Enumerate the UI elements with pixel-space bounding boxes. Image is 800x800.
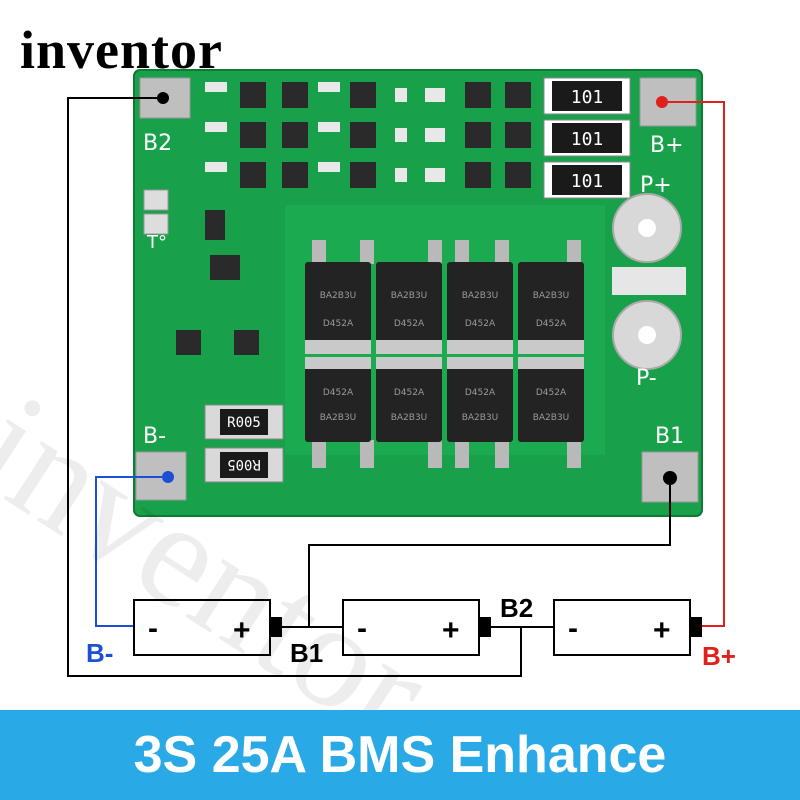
mosfet-marking: D452A [394, 388, 425, 398]
board-label-bplus: B+ [650, 133, 684, 158]
mosfet-2 [376, 262, 442, 350]
mosfet-marking: D452A [323, 319, 354, 329]
board-label-b1: B1 [655, 424, 684, 449]
board-label-pminus: P- [636, 366, 657, 391]
pad-b2 [139, 77, 191, 119]
wire-bplus [662, 101, 725, 627]
mosfet-marking: BA2B3U [391, 291, 428, 301]
battery-cell-3 [553, 599, 702, 656]
wire-bminus [95, 476, 168, 627]
mosfet-marking: D452A [465, 388, 496, 398]
mosfet-4 [518, 262, 584, 350]
label-bplus: B+ [702, 641, 736, 671]
board-label-bminus: B- [143, 424, 166, 449]
resistor-label: 101 [571, 129, 604, 150]
mosfet-marking: BA2B3U [391, 413, 428, 423]
board-label-pplus: P+ [640, 173, 672, 198]
mosfet-7 [447, 357, 513, 442]
resistor-label: 101 [571, 87, 604, 108]
mosfet-marking: D452A [394, 319, 425, 329]
board-label-b2: B2 [143, 131, 172, 156]
battery-cell-2 [342, 599, 554, 656]
resistor-101-3 [543, 161, 631, 199]
mosfet-marking: BA2B3U [320, 413, 357, 423]
mosfet-marking: BA2B3U [462, 291, 499, 301]
mosfet-8 [518, 357, 584, 442]
cell-plus: + [442, 614, 460, 647]
cell-minus: - [357, 612, 367, 645]
mosfet-row-bottom [312, 440, 581, 468]
mosfet-marking: D452A [536, 388, 567, 398]
resistor-101-2 [543, 119, 631, 157]
cell-plus: + [233, 614, 251, 647]
mosfet-marking: D452A [465, 319, 496, 329]
pcb-board [133, 69, 703, 517]
mosfet-5 [305, 357, 371, 442]
mosfet-marking: BA2B3U [533, 413, 570, 423]
shunt-label: R005 [227, 415, 261, 431]
resistor-101-1 [543, 77, 631, 115]
battery-cell-1 [133, 599, 343, 656]
mosfet-marking: BA2B3U [533, 291, 570, 301]
mosfet-marking: D452A [536, 319, 567, 329]
label-b2: B2 [500, 593, 533, 623]
resistor-label: 101 [571, 171, 604, 192]
mosfet-marking: D452A [323, 388, 354, 398]
wire-b1 [308, 478, 671, 626]
cell-plus: + [653, 614, 671, 647]
shunt-r005-2 [204, 447, 284, 483]
label-bminus: B- [86, 638, 113, 668]
title-banner: 3S 25A BMS Enhance [0, 710, 800, 800]
cell-minus: - [148, 612, 158, 645]
wire-b2 [67, 97, 522, 677]
shunt-r005-1 [204, 404, 284, 440]
mosfet-1 [305, 262, 371, 350]
mosfet-3 [447, 262, 513, 350]
mosfet-row-top [312, 240, 581, 264]
board-label-tsense: T° [146, 232, 167, 253]
mosfet-marking: BA2B3U [462, 413, 499, 423]
shunt-label: R005 [227, 456, 261, 472]
label-b1: B1 [290, 638, 323, 668]
mosfet-6 [376, 357, 442, 442]
mosfet-marking: BA2B3U [320, 291, 357, 301]
cell-minus: - [568, 612, 578, 645]
